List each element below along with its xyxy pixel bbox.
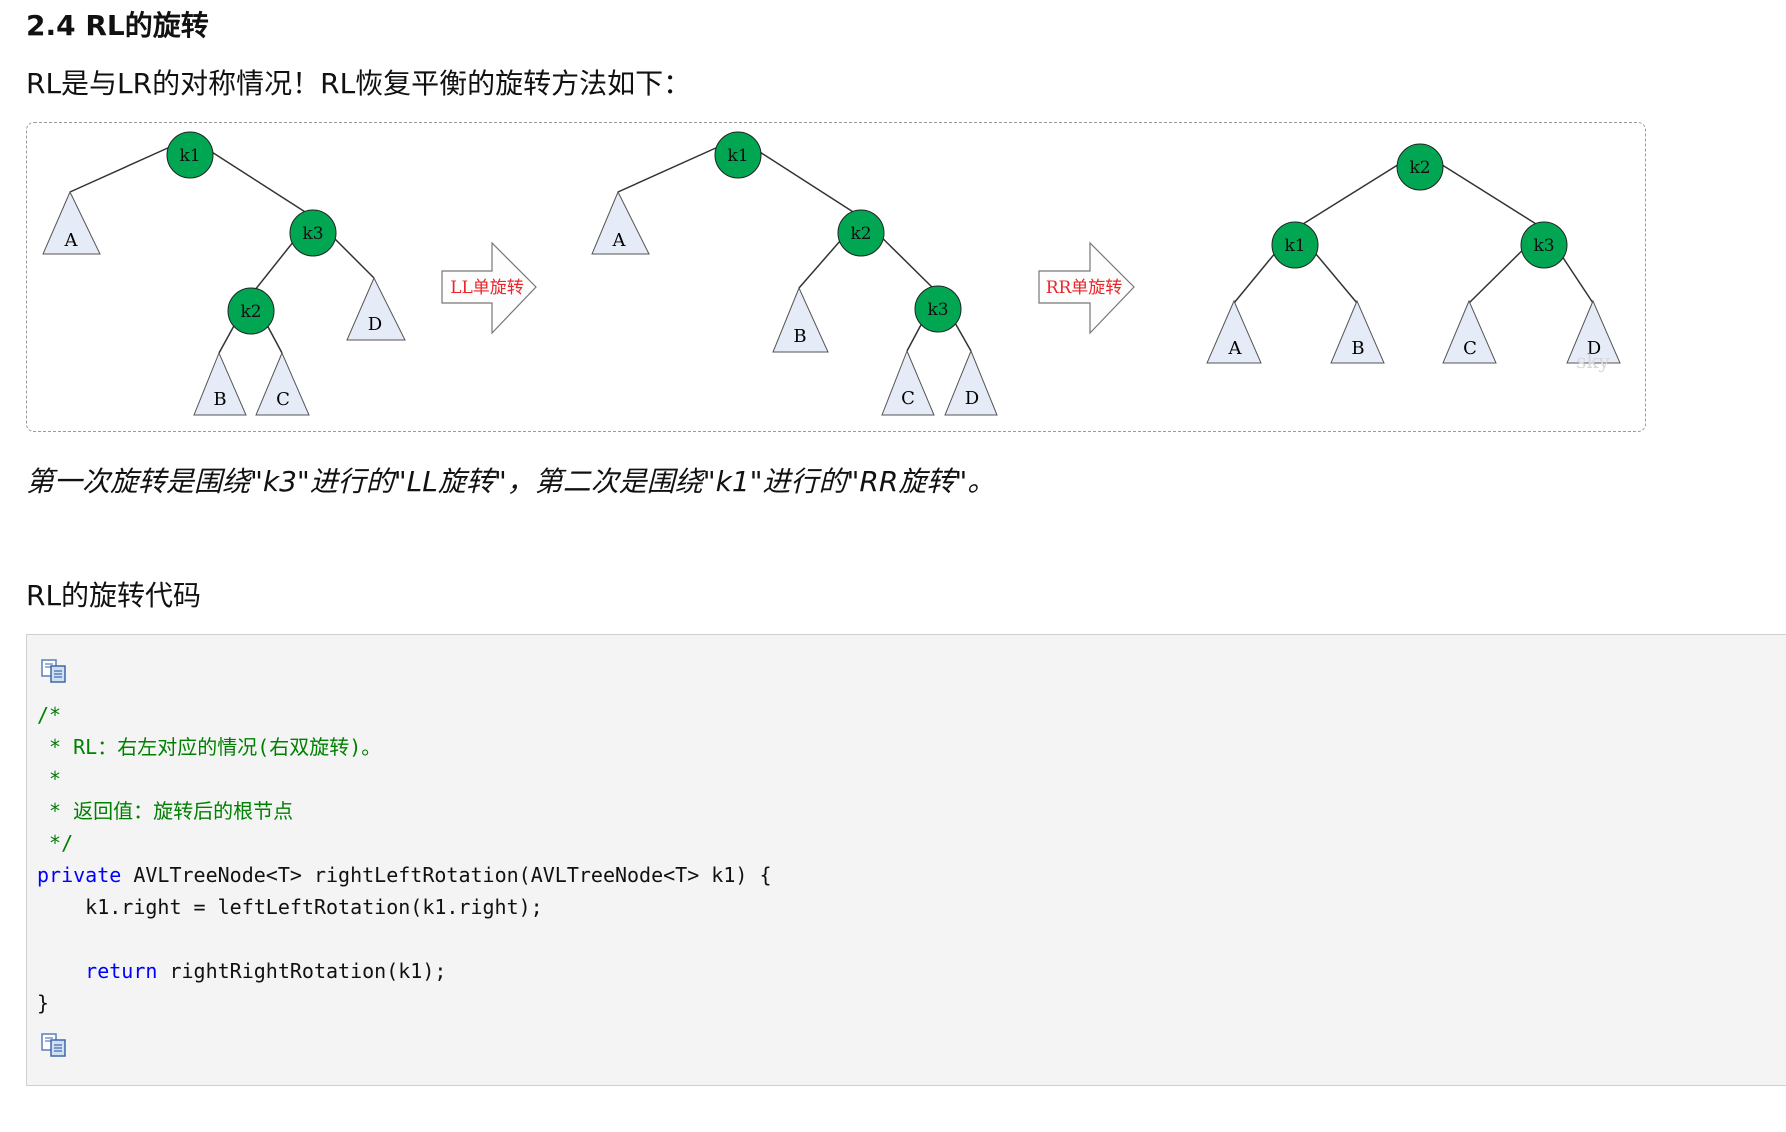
node-k2: k2	[227, 287, 275, 335]
triangle-a: A	[1206, 299, 1262, 364]
code-comment-line: /*	[37, 703, 62, 727]
keyword-return: return	[85, 959, 158, 983]
svg-text:C: C	[1463, 338, 1477, 359]
svg-text:k2: k2	[240, 302, 261, 322]
svg-text:k3: k3	[927, 300, 948, 320]
svg-text:D: D	[368, 314, 382, 335]
ll-rotation-arrow: LL单旋转	[441, 241, 537, 335]
copy-code-icon[interactable]	[41, 1033, 69, 1057]
code-line: rightRightRotation(k1);	[157, 959, 447, 983]
copy-code-icon[interactable]	[41, 659, 69, 683]
svg-text:k1: k1	[727, 146, 748, 166]
triangle-d: D	[944, 349, 998, 416]
node-k2: k2	[837, 209, 885, 257]
method-signature: AVLTreeNode<T> rightLeftRotation(AVLTree…	[121, 863, 772, 887]
code-comment-line: *	[37, 767, 62, 791]
svg-text:D: D	[1587, 338, 1601, 359]
triangle-a: A	[42, 190, 101, 255]
svg-text:C: C	[901, 388, 915, 409]
svg-text:k1: k1	[179, 146, 200, 166]
svg-text:B: B	[213, 389, 226, 410]
comment-tag: RL	[73, 735, 98, 759]
triangle-b: B	[193, 351, 247, 416]
comment-text: ：右左对应的情况(右双旋转)。	[97, 735, 382, 759]
node-k3: k3	[914, 285, 962, 333]
triangle-b: B	[772, 286, 829, 353]
triangle-c: C	[1442, 299, 1497, 364]
node-k2: k2	[1396, 143, 1444, 191]
tree-middle: A B C D k1 k2	[591, 131, 998, 416]
tree-after: A B C D k2 k1	[1206, 143, 1621, 373]
svg-text:B: B	[793, 326, 806, 347]
rr-rotation-arrow: RR单旋转	[1038, 241, 1135, 335]
node-k1: k1	[714, 131, 762, 179]
node-k1: k1	[166, 131, 214, 179]
intro-text: RL是与LR的对称情况！RL恢复平衡的旋转方法如下：	[26, 67, 692, 100]
svg-text:k1: k1	[1284, 236, 1305, 256]
triangle-c: C	[881, 349, 935, 416]
svg-text:A: A	[64, 230, 79, 251]
svg-text:D: D	[965, 388, 979, 409]
svg-text:k2: k2	[850, 224, 871, 244]
svg-text:k3: k3	[302, 224, 323, 244]
triangle-d: D	[1566, 299, 1621, 364]
code-listing: /* * RL：右左对应的情况(右双旋转)。 * * 返回值：旋转后的根节点 *…	[37, 699, 772, 1019]
svg-text:A: A	[1228, 338, 1243, 359]
keyword-private: private	[37, 863, 122, 887]
triangle-a: A	[591, 190, 650, 255]
svg-text:k3: k3	[1533, 236, 1554, 256]
triangle-d: D	[346, 276, 406, 341]
node-k3: k3	[289, 209, 337, 257]
svg-text:RR单旋转: RR单旋转	[1046, 278, 1123, 298]
code-comment-line: * 返回值：旋转后的根节点	[37, 799, 294, 823]
code-block: /* * RL：右左对应的情况(右双旋转)。 * * 返回值：旋转后的根节点 *…	[26, 634, 1786, 1086]
node-k3: k3	[1520, 221, 1568, 269]
svg-text:k2: k2	[1409, 158, 1430, 178]
closing-brace: }	[37, 991, 50, 1015]
watermark: sky	[1576, 349, 1610, 373]
code-line: k1.right = leftLeftRotation(k1.right);	[37, 895, 543, 919]
svg-text:B: B	[1351, 338, 1364, 359]
comment-star: *	[37, 735, 74, 759]
figure-caption: 第一次旋转是围绕"k3"进行的"LL旋转"，第二次是围绕"k1"进行的"RR旋转…	[26, 465, 996, 498]
svg-text:A: A	[612, 230, 627, 251]
triangle-b: B	[1330, 299, 1385, 364]
code-comment-line: */	[37, 831, 74, 855]
code-comment-line: * RL：右左对应的情况(右双旋转)。	[37, 735, 381, 759]
svg-text:C: C	[276, 389, 290, 410]
node-k1: k1	[1271, 221, 1319, 269]
section-heading: 2.4 RL的旋转	[26, 9, 209, 42]
rotation-figure: A D B C k1 k3	[26, 122, 1646, 432]
tree-before: A D B C k1 k3	[42, 131, 406, 416]
svg-text:LL单旋转: LL单旋转	[450, 278, 524, 298]
triangle-c: C	[255, 351, 310, 416]
code-heading: RL的旋转代码	[26, 579, 202, 612]
